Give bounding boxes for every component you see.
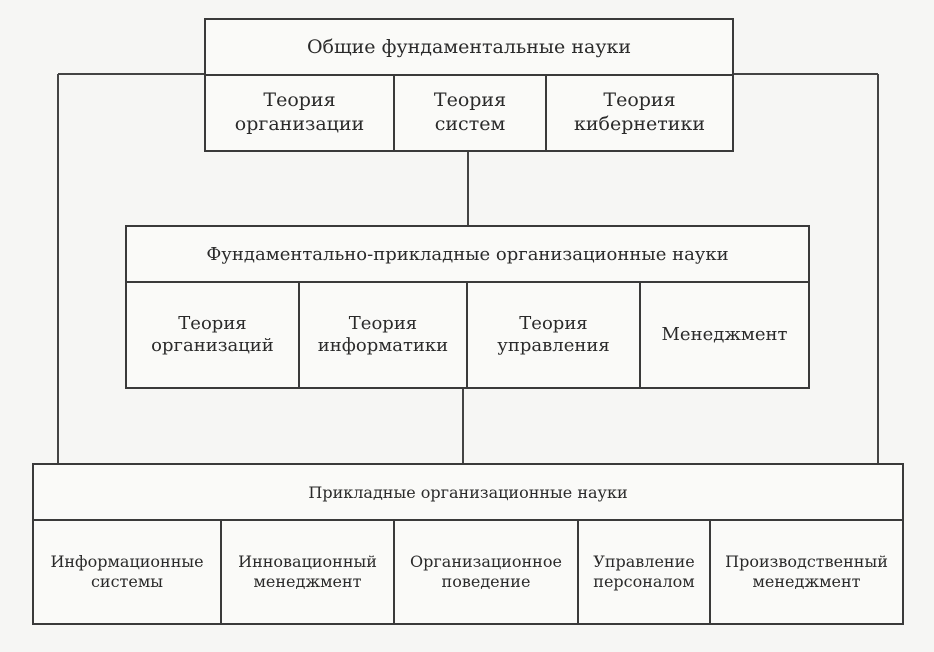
applied-sciences-block: Прикладные организационные науки Информа… xyxy=(32,463,904,625)
level2-title: Фундаментально-прикладные организационны… xyxy=(127,227,808,283)
level2-item-management: Менеджмент xyxy=(639,283,808,387)
level1-items: Теория организации Теория систем Теория … xyxy=(206,76,732,150)
level3-item-personnel-management: Управление персоналом xyxy=(577,521,709,623)
level2-item-organizations-theory: Теория организаций xyxy=(151,312,274,357)
level1-item-systems-theory: Теория систем xyxy=(393,76,545,150)
general-fundamental-sciences-block: Общие фундаментальные науки Теория орган… xyxy=(204,18,734,152)
level3-item-information-systems: Информационные системы xyxy=(50,552,204,591)
level3-items: Информационные системы Инновационный мен… xyxy=(34,521,902,623)
fundamental-applied-sciences-block: Фундаментально-прикладные организационны… xyxy=(125,225,810,389)
level3-item-innovation-management: Инновационный менеджмент xyxy=(220,521,393,623)
level1-item-organization-theory: Теория организации xyxy=(234,89,365,135)
level3-item-organizational-behavior: Организационное поведение xyxy=(393,521,577,623)
level2-item-management-theory: Теория управления xyxy=(466,283,639,387)
level2-items: Теория организаций Теория информатики Те… xyxy=(127,283,808,387)
level3-item-production-management: Производственный менеджмент xyxy=(709,521,902,623)
level1-title: Общие фундаментальные науки xyxy=(206,20,732,76)
level1-item-cybernetics-theory: Теория кибернетики xyxy=(545,76,732,150)
level2-item-informatics-theory: Теория информатики xyxy=(298,283,466,387)
level3-title: Прикладные организационные науки xyxy=(34,465,902,521)
